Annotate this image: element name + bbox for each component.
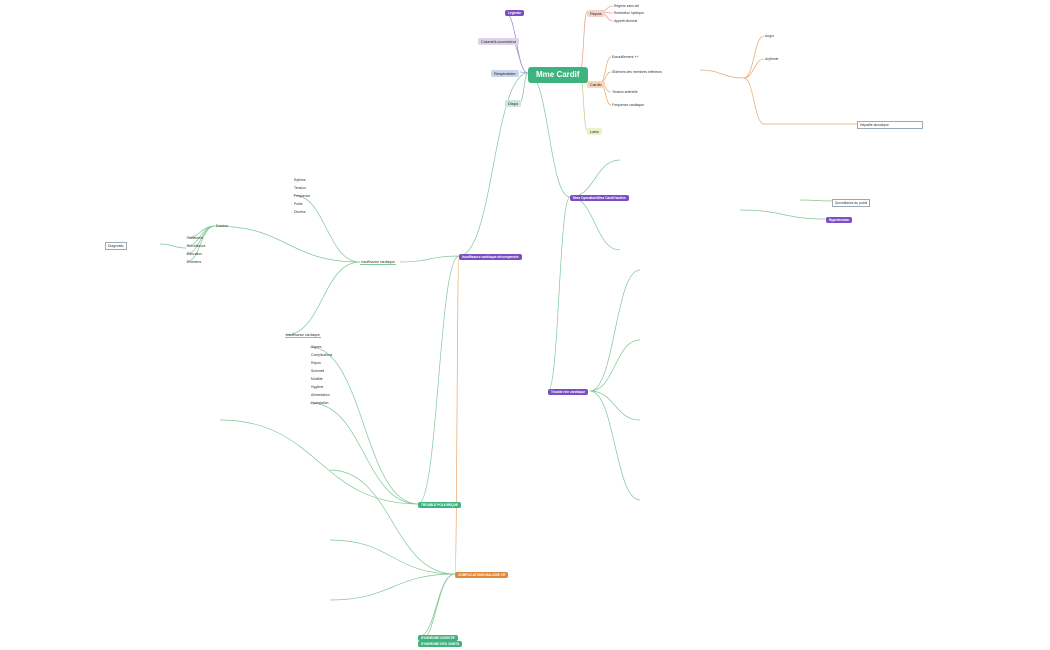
misc-leaf[interactable]: Tension <box>294 186 306 190</box>
branch-repas[interactable]: Repas <box>587 10 605 17</box>
connector-line <box>458 72 529 257</box>
misc-leaf[interactable]: Complications <box>311 353 333 357</box>
connector-line <box>599 56 612 84</box>
branch-respiratoire[interactable]: Respiratoire <box>491 70 519 77</box>
repas-leaf[interactable]: Restriction hydrique <box>614 11 644 15</box>
misc-leaf[interactable]: Douleur <box>216 224 228 228</box>
left-hub-ic-decomp[interactable]: Insuffisance cardiaque décompensée <box>459 254 522 260</box>
connector-line <box>739 209 827 220</box>
connector-line <box>329 539 456 575</box>
purple-tag[interactable]: Hypertension <box>826 217 853 223</box>
right-hub-operation[interactable]: Mme Operation/Mme Cardif tardive <box>570 195 629 201</box>
misc-leaf[interactable]: Hydratation <box>311 401 329 405</box>
misc-leaf[interactable]: Fréquence <box>294 194 311 198</box>
misc-leaf[interactable]: Diurèse <box>294 210 306 214</box>
connector-line <box>309 346 419 505</box>
left-hub-complications[interactable]: COMPLICATIONS MALADIE CR <box>455 572 509 578</box>
misc-leaf[interactable]: Hygiène <box>311 385 324 389</box>
left-hub-joints[interactable]: SYNDROME DES JOINTS <box>418 641 463 647</box>
branch-labo[interactable]: Labo <box>587 128 602 135</box>
connector-line <box>579 11 588 74</box>
cardio-leaf[interactable]: Angor <box>765 34 775 38</box>
connector-line <box>743 35 765 79</box>
misc-leaf[interactable]: Signes <box>311 345 322 349</box>
cardio-leaf[interactable]: Tension artérielle <box>612 90 638 94</box>
misc-leaf[interactable]: Repos <box>311 361 321 365</box>
connector-line <box>417 573 456 638</box>
cardio-leaf[interactable]: Fréquence cardiaque <box>612 103 645 107</box>
connector-line <box>589 390 641 421</box>
repas-leaf[interactable]: Appétit diminué <box>614 19 638 23</box>
misc-leaf[interactable]: Rythme <box>294 178 306 182</box>
connector-line <box>589 390 641 501</box>
connector-line <box>569 196 621 251</box>
misc-leaf[interactable]: Examens <box>187 260 202 264</box>
branch-cardio[interactable]: Cardio <box>587 81 605 88</box>
connector-line <box>589 269 641 392</box>
left-hub-ic[interactable]: Insuffisance cardiaque <box>360 260 396 265</box>
cardio-leaf[interactable]: Essoufflement ++ <box>612 55 639 59</box>
connector-line <box>743 77 765 125</box>
connector-line <box>699 69 745 79</box>
connector-line <box>547 196 571 392</box>
connector-line <box>589 339 641 392</box>
cardio-leaf[interactable]: Arythmie <box>765 57 779 61</box>
connector-line <box>329 573 456 601</box>
misc-leaf[interactable]: Traitement <box>187 236 204 240</box>
note-box[interactable]: Hépatite alcoolique <box>857 121 923 129</box>
misc-leaf[interactable]: Sommeil <box>311 369 325 373</box>
left-hub-ic-2[interactable]: Insuffisance cardiaque <box>285 333 321 338</box>
branch-cutane[interactable]: Cutané/Locomoteur <box>478 38 520 45</box>
connector-line <box>185 225 216 263</box>
cardio-leaf[interactable]: Œdèmes des membres inférieurs <box>612 70 662 74</box>
repas-leaf[interactable]: Régime sans sel <box>614 4 640 8</box>
note-box[interactable]: Diagnostic <box>105 242 127 250</box>
connector-line <box>399 255 460 263</box>
misc-leaf[interactable]: Éducation <box>187 252 203 256</box>
branch-dispo[interactable]: Dispo <box>505 100 522 107</box>
note-box[interactable]: Surveillance du poids <box>832 199 871 207</box>
connector-line <box>292 194 361 263</box>
connector-line <box>309 402 419 505</box>
misc-leaf[interactable]: Alimentation <box>311 393 330 397</box>
connector-line <box>159 243 187 249</box>
connector-line <box>219 419 419 505</box>
connector-line <box>519 72 529 103</box>
connector-line <box>329 469 456 575</box>
connector-line <box>417 573 456 644</box>
misc-leaf[interactable]: Poids <box>294 202 303 206</box>
left-hub-polyurique[interactable]: TROUBLE POLYURIQUE <box>418 502 462 508</box>
connector-line <box>185 225 216 255</box>
connector-line <box>214 225 361 263</box>
connector-line <box>454 255 460 575</box>
center-node[interactable]: Mme Cardif <box>528 67 588 83</box>
connector-line <box>743 58 765 79</box>
right-hub-trouble[interactable]: Trouble rein cardiaque <box>548 389 589 395</box>
connector-line <box>527 72 571 198</box>
connector-line <box>284 261 361 336</box>
misc-leaf[interactable]: Surveillance <box>187 244 206 248</box>
connector-line <box>799 199 833 202</box>
connector-line <box>417 255 460 505</box>
legend-tag[interactable]: Légende <box>505 10 525 16</box>
left-hub-digestif[interactable]: SYNDROME DIGESTIF <box>418 635 459 641</box>
connector-line <box>569 159 621 198</box>
misc-leaf[interactable]: Mobilité <box>311 377 323 381</box>
